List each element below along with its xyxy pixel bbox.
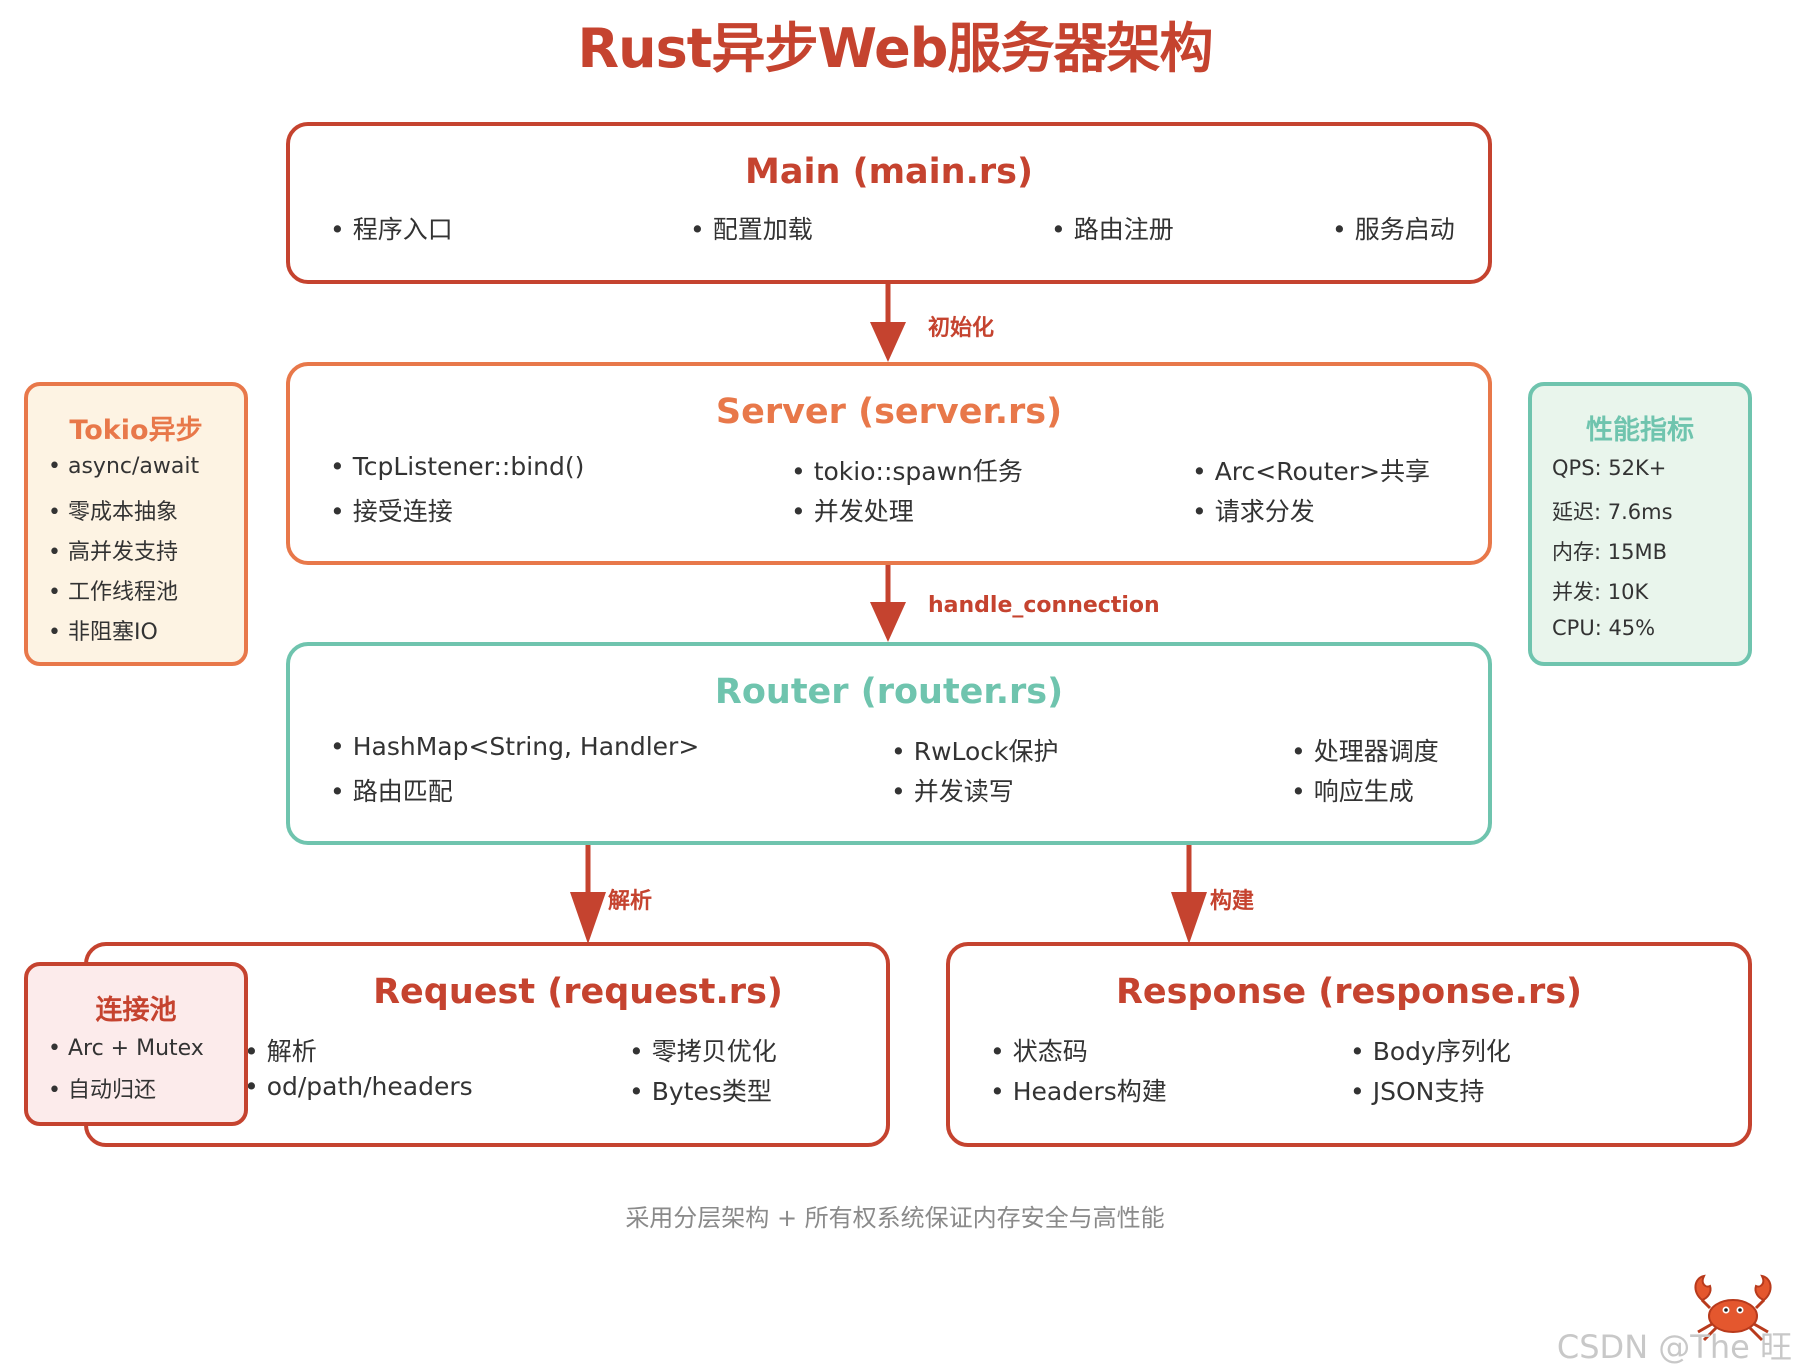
- response-item: 状态码: [990, 1032, 1088, 1068]
- arrowhead-main-server: [870, 322, 906, 362]
- tokio-item: 非阻塞IO: [48, 614, 158, 646]
- server-item: 并发处理: [791, 492, 914, 528]
- server-item: TcpListener::bind(): [330, 452, 585, 481]
- edge-label-parse: 解析: [608, 889, 653, 914]
- tokio-panel-title: Tokio异步: [69, 415, 203, 446]
- request-item: od/path/headers: [244, 1072, 473, 1101]
- edge-label-handle-connection: handle_connection: [928, 593, 1160, 618]
- router-item: 响应生成: [1291, 772, 1414, 808]
- perf-metric: 延迟: 7.6ms: [1552, 500, 1673, 524]
- response-item: JSON支持: [1350, 1072, 1485, 1108]
- perf-metric: QPS: 52K+: [1552, 456, 1667, 480]
- crab-icon: [1694, 1274, 1772, 1342]
- edge-label-init: 初始化: [928, 316, 995, 341]
- arrowhead-server-router: [870, 602, 906, 642]
- request-item: 解析: [244, 1032, 317, 1068]
- router-box: Router (router.rs) HashMap<String, Handl…: [286, 642, 1492, 845]
- server-item: 请求分发: [1192, 492, 1315, 528]
- main-item: 服务启动: [1332, 210, 1455, 246]
- server-item: Arc<Router>共享: [1192, 452, 1430, 488]
- perf-metric: CPU: 45%: [1552, 616, 1656, 640]
- tokio-item: 高并发支持: [48, 534, 178, 566]
- diagram-title: Rust异步Web服务器架构: [577, 17, 1214, 80]
- footer-note: 采用分层架构 + 所有权系统保证内存安全与高性能: [625, 1204, 1165, 1232]
- watermark: CSDN @The 旺: [1556, 1328, 1792, 1366]
- server-item: 接受连接: [330, 492, 453, 528]
- pool-panel: 连接池 Arc + Mutex 自动归还: [24, 962, 248, 1126]
- server-item: tokio::spawn任务: [791, 452, 1023, 488]
- arrowhead-router-request: [570, 892, 606, 944]
- response-box-title: Response (response.rs): [1115, 972, 1583, 1012]
- pool-item: Arc + Mutex: [48, 1036, 204, 1061]
- pool-panel-title: 连接池: [95, 995, 177, 1026]
- router-box-title: Router (router.rs): [714, 672, 1064, 712]
- arrowhead-router-response: [1171, 892, 1207, 944]
- response-box: Response (response.rs) 状态码 Body序列化 Heade…: [946, 942, 1752, 1147]
- tokio-item: async/await: [48, 454, 199, 479]
- server-box-title: Server (server.rs): [715, 392, 1063, 432]
- tokio-panel: Tokio异步 async/await 零成本抽象 高并发支持 工作线程池 非阻…: [24, 382, 248, 666]
- edge-label-build: 构建: [1210, 889, 1255, 914]
- response-item: Body序列化: [1350, 1032, 1511, 1068]
- main-box: Main (main.rs) 程序入口 配置加载 路由注册 服务启动: [286, 122, 1492, 284]
- pool-item: 自动归还: [48, 1072, 156, 1104]
- tokio-item: 工作线程池: [48, 574, 178, 606]
- tokio-item: 零成本抽象: [48, 494, 178, 526]
- perf-metric: 并发: 10K: [1552, 580, 1649, 604]
- main-box-title: Main (main.rs): [745, 152, 1033, 192]
- main-item: 配置加载: [690, 210, 813, 246]
- main-item: 路由注册: [1051, 210, 1174, 246]
- request-item: Bytes类型: [629, 1072, 772, 1108]
- perf-panel: 性能指标 QPS: 52K+ 延迟: 7.6ms 内存: 15MB 并发: 10…: [1528, 382, 1752, 666]
- router-item: 路由匹配: [330, 772, 453, 808]
- request-box-title: Request (request.rs): [373, 972, 783, 1012]
- response-item: Headers构建: [990, 1072, 1167, 1108]
- perf-metric: 内存: 15MB: [1552, 540, 1667, 564]
- router-item: 处理器调度: [1291, 732, 1439, 768]
- server-box: Server (server.rs) TcpListener::bind() t…: [286, 362, 1492, 565]
- router-item: HashMap<String, Handler>: [330, 732, 700, 761]
- router-item: RwLock保护: [891, 732, 1059, 768]
- router-item: 并发读写: [891, 772, 1014, 808]
- request-item: 零拷贝优化: [629, 1032, 777, 1068]
- perf-panel-title: 性能指标: [1586, 415, 1694, 446]
- main-item: 程序入口: [330, 210, 453, 246]
